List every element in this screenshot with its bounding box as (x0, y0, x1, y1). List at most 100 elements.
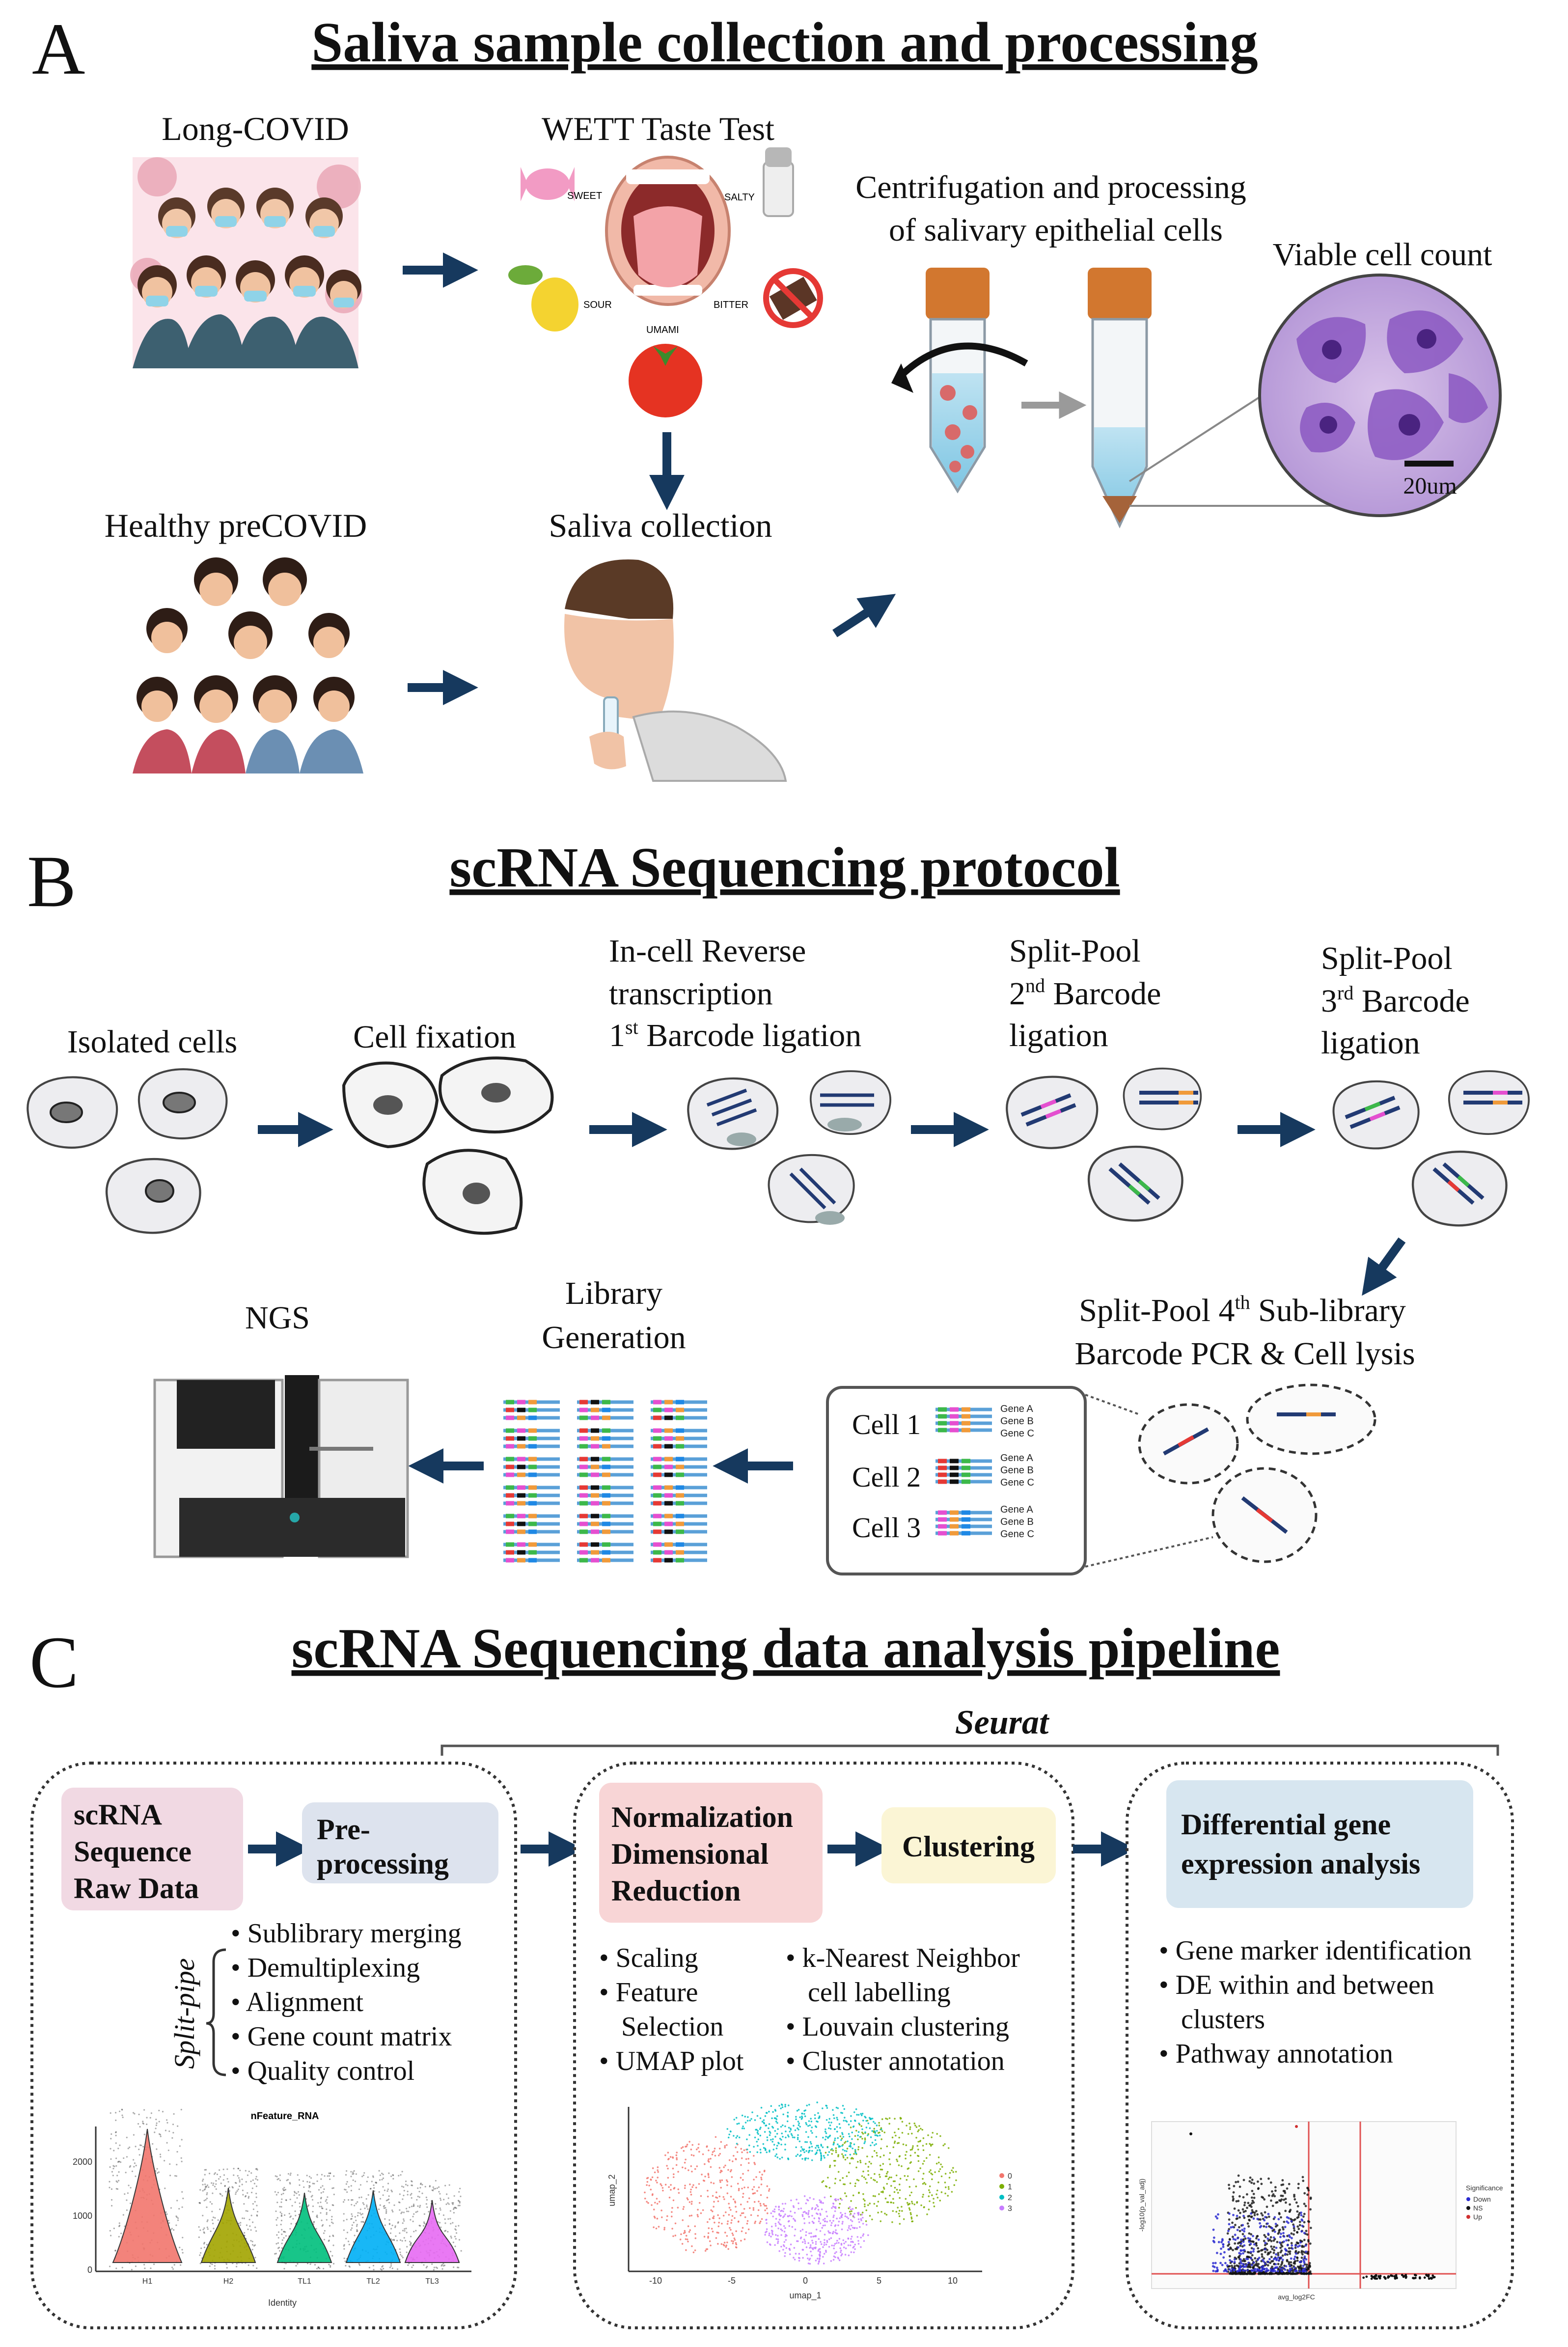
dge-bullet-3: • Pathway annotation (1159, 2039, 1393, 2069)
rt-line-3: 1st Barcode ligation (609, 1016, 861, 1053)
taste-test-illustration: SWEET SALTY SOUR BITTER UMAMI (508, 147, 823, 417)
volcano-legend-title: Significance (1466, 2184, 1503, 2192)
saliva-collection-illustration (564, 559, 787, 782)
library-line-1: Library (565, 1275, 662, 1311)
umap-plot: -10 -5 0 5 10 umap_1 umap_2 0 1 2 3 (607, 2101, 1012, 2301)
arrow-a3 (832, 594, 896, 637)
pre-bullet-5: • Quality control (231, 2056, 414, 2086)
umap-legend-dot-2 (999, 2195, 1004, 2200)
microscope-image: 20um (1258, 274, 1502, 517)
fixation-label: Cell fixation (353, 1019, 516, 1055)
sp2-line-2: 2nd Barcode (1009, 974, 1161, 1012)
clustering-box (881, 1807, 1056, 1883)
viable-label: Viable cell count (1273, 237, 1492, 273)
pre-line-2: processing (317, 1848, 449, 1880)
clustering-label: Clustering (902, 1830, 1035, 1863)
lemon-icon (508, 265, 578, 331)
sp4-line-2: Barcode PCR & Cell lysis (1075, 1336, 1415, 1372)
arrow-b5 (1362, 1237, 1406, 1296)
sp3-line-1: Split-Pool (1321, 940, 1453, 976)
norm-bullet-2b: Selection (621, 2012, 723, 2042)
section-b-title: scRNA Sequencing protocol (449, 836, 1120, 899)
isolated-cells-illustration (28, 1069, 226, 1233)
sequencer-illustration (153, 1375, 409, 1558)
volcano-legend-down: Down (1473, 2195, 1491, 2203)
taste-sour: SOUR (583, 300, 612, 310)
violin-title: nFeature_RNA (251, 2111, 319, 2122)
umap-legend-dot-1 (999, 2184, 1004, 2189)
centrifuge-text-1: Centrifugation and processing (855, 169, 1246, 205)
centrifuge-tube-2 (1088, 268, 1152, 529)
taste-bitter: BITTER (714, 300, 748, 310)
cell-barcode-box: Cell 1 Cell 2 Cell 3 Gene A Gene B Gene … (826, 1386, 1087, 1575)
violin-tick-2000: 2000 (73, 2157, 92, 2167)
gene-a-1: Gene A (1000, 1404, 1033, 1414)
section-b-letter: B (27, 841, 76, 922)
clust-bullet-2: • Louvain clustering (786, 2012, 1009, 2042)
section-c-letter: C (29, 1622, 79, 1703)
umap-ylabel: umap_2 (607, 2174, 617, 2206)
section-a: A Saliva sample collection and processin… (32, 8, 1502, 782)
rt-cells-illustration (688, 1071, 890, 1225)
isolated-label: Isolated cells (67, 1024, 237, 1060)
umap-legend-2: 2 (1008, 2194, 1012, 2202)
umap-tick-5: 10 (948, 2276, 958, 2286)
sp3-cells-illustration (1334, 1071, 1529, 1225)
umap-tick-4: 5 (877, 2276, 881, 2286)
gene-a-3: Gene A (1000, 1504, 1033, 1515)
cell-1-label: Cell 1 (852, 1408, 921, 1440)
norm-line-3: Reduction (611, 1875, 741, 1907)
norm-bullet-3: • UMAP plot (599, 2046, 744, 2076)
violin-cat-label: TL1 (298, 2277, 311, 2286)
norm-bullet-2: • Feature (599, 1977, 698, 2008)
gene-b-2: Gene B (1000, 1465, 1034, 1476)
raw-line-2: Sequence (74, 1835, 192, 1868)
umap-tick-2: -5 (728, 2276, 736, 2286)
gene-c-1: Gene C (1000, 1428, 1034, 1439)
violin-tick-0: 0 (87, 2265, 92, 2275)
gene-c-2: Gene C (1000, 1477, 1034, 1488)
sp3-line-3: ligation (1321, 1025, 1420, 1061)
pre-bullet-3: • Alignment (231, 1987, 363, 2017)
clust-bullet-1: • k-Nearest Neighbor (786, 1943, 1020, 1973)
clust-bullet-1b: cell labelling (808, 1977, 951, 2008)
norm-line-2: Dimensional (611, 1838, 769, 1870)
umap-tick-1: -10 (649, 2276, 662, 2286)
sp2-cells-illustration (1007, 1069, 1201, 1221)
umap-tick-3: 0 (803, 2276, 808, 2286)
long-covid-label: Long-COVID (162, 110, 349, 147)
sp2-line-3: ligation (1009, 1018, 1108, 1053)
umap-legend-dot-3 (999, 2206, 1004, 2210)
dge-box (1166, 1780, 1473, 1908)
pre-bullet-1: • Sublibrary merging (231, 1918, 462, 1949)
violin-cat-label: H1 (142, 2277, 153, 2286)
rt-line-1: In-cell Reverse (609, 933, 806, 969)
volcano-legend-up: Up (1473, 2213, 1482, 2221)
umap-legend-1: 1 (1008, 2183, 1012, 2191)
violin-cat-label: TL2 (366, 2277, 380, 2286)
cell-2-label: Cell 2 (852, 1461, 921, 1493)
rotation-arrow-icon (901, 342, 1028, 376)
dge-bullet-1: • Gene marker identification (1159, 1935, 1472, 1966)
raw-line-1: scRNA (74, 1798, 162, 1831)
wett-label: WETT Taste Test (542, 110, 774, 147)
healthy-people-illustration (133, 550, 363, 773)
taste-salty: SALTY (724, 192, 755, 203)
umap-legend-0: 0 (1008, 2172, 1012, 2181)
dge-bullet-2b: clusters (1181, 2004, 1265, 2035)
violin-cat-label: TL3 (425, 2277, 439, 2286)
library-line-2: Generation (542, 1320, 686, 1355)
split-pipe-bracket (206, 1948, 226, 2076)
dge-bullet-2: • DE within and between (1159, 1970, 1434, 2000)
ngs-label: NGS (245, 1300, 310, 1336)
volcano-ylabel: -log10(p_val_adj) (1138, 2179, 1146, 2232)
preprocessing-box (302, 1802, 498, 1883)
seurat-bracket (440, 1744, 1499, 1756)
fixed-cells-illustration (342, 1056, 554, 1235)
sp4-line-1: Split-Pool 4th Sub-library (1079, 1291, 1405, 1328)
violin-xlabel: Identity (268, 2298, 297, 2308)
dge-line-1: Differential gene (1181, 1808, 1391, 1841)
violin-cat-label: H2 (223, 2277, 234, 2286)
salt-shaker-icon (763, 147, 794, 217)
